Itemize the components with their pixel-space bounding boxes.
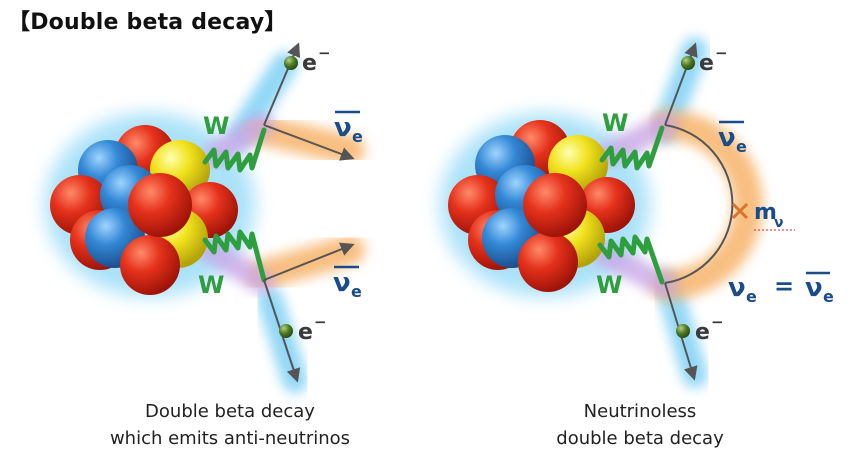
svg-text:e: e (823, 287, 834, 306)
right-majorana-equation: ν e = ν e (728, 271, 834, 306)
svg-text:ν: ν (718, 123, 736, 153)
right-upper-w-boson (599, 125, 665, 171)
left-caption-line2: which emits anti-neutrinos (109, 428, 351, 449)
right-antineutrino-label: ν e (718, 120, 747, 156)
svg-text:ν: ν (333, 268, 351, 298)
right-caption-line2: double beta decay (556, 428, 724, 449)
left-nucleus (50, 125, 238, 295)
left-upper-electron-label: e − (302, 44, 331, 76)
left-upper-antineutrino-arrow (263, 124, 355, 161)
right-mass-insertion-cross (731, 202, 749, 220)
svg-text:e: e (351, 282, 362, 301)
right-upper-w-label: W (602, 109, 628, 137)
left-lower-w-boson (202, 229, 267, 283)
right-caption-line1: Neutrinoless (583, 401, 697, 422)
svg-text:−: − (715, 44, 728, 62)
svg-text:−: − (711, 313, 724, 331)
left-caption: Double beta decay which emits anti-neutr… (60, 398, 400, 452)
right-diagram: W W e − e − ν e m ν ν e = ν e (440, 37, 834, 388)
svg-text:−: − (314, 313, 327, 331)
right-nucleus (448, 120, 635, 292)
left-diagram: W W e − e − ν e ν e (45, 42, 365, 393)
svg-text:e: e (746, 287, 757, 306)
right-upper-electron (681, 56, 695, 70)
svg-text:e: e (352, 127, 363, 146)
right-neutrino-mass-label: m ν (754, 200, 795, 231)
right-lower-w-label: W (596, 271, 622, 299)
svg-text:ν: ν (805, 273, 823, 303)
left-lower-w-label: W (198, 271, 224, 299)
right-lower-electron-label: e − (695, 313, 724, 345)
left-caption-line1: Double beta decay (145, 401, 315, 422)
svg-text:−: − (318, 44, 331, 62)
left-lower-electron (279, 324, 293, 338)
svg-text:e: e (302, 51, 317, 76)
svg-text:=: = (774, 272, 794, 300)
svg-text:e: e (699, 51, 714, 76)
left-lower-antineutrino-label: ν e (333, 265, 362, 301)
svg-text:m: m (754, 200, 777, 225)
svg-text:e: e (736, 137, 747, 156)
right-caption: Neutrinoless double beta decay (470, 398, 810, 452)
left-upper-antineutrino-label: ν e (334, 110, 363, 146)
svg-text:ν: ν (728, 273, 746, 303)
left-upper-electron (284, 56, 298, 70)
svg-text:ν: ν (334, 113, 352, 143)
svg-text:ν: ν (774, 215, 784, 231)
left-upper-w-boson (202, 127, 267, 173)
svg-text:e: e (695, 320, 710, 345)
left-lower-electron-label: e − (298, 313, 327, 345)
svg-text:e: e (298, 320, 313, 345)
right-neutrino-propagator (664, 124, 734, 284)
right-lower-electron (676, 324, 690, 338)
right-upper-electron-label: e − (699, 44, 728, 76)
left-lower-antineutrino-arrow (263, 242, 355, 281)
left-upper-w-label: W (203, 112, 229, 140)
page-title: 【Double beta decay】 (8, 10, 287, 35)
right-lower-w-boson (597, 234, 665, 285)
